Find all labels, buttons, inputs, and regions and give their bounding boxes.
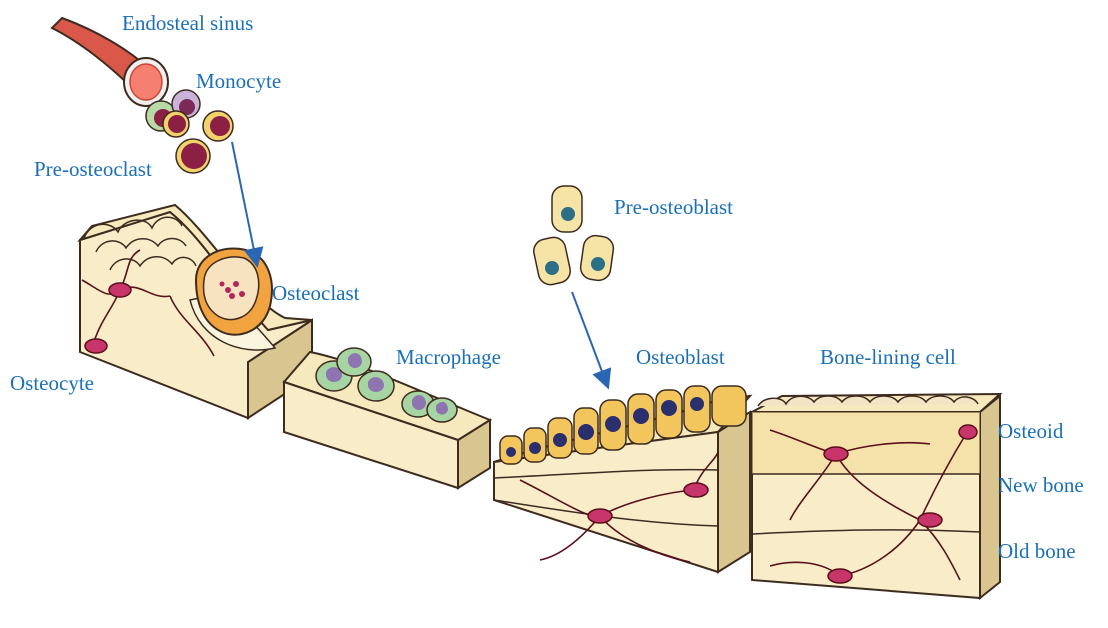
osteocyte-cell xyxy=(828,569,852,583)
osteocyte-cell xyxy=(918,513,942,527)
osteocyte-cell xyxy=(588,509,612,523)
label-pre-osteoblast: Pre-osteoblast xyxy=(614,195,733,219)
label-pre-osteoclast: Pre-osteoclast xyxy=(34,157,152,181)
bone-block-resorption xyxy=(80,205,312,418)
pre-osteoblast-cells xyxy=(532,186,615,287)
label-bone-lining-cell: Bone-lining cell xyxy=(820,345,956,369)
osteocyte-cell xyxy=(684,483,708,497)
label-monocyte: Monocyte xyxy=(196,69,281,93)
label-osteoclast: Osteoclast xyxy=(272,281,360,305)
label-osteoid: Osteoid xyxy=(998,419,1064,443)
osteocyte-cell xyxy=(959,425,977,439)
arrow-monocyte-to-osteoclast xyxy=(232,142,256,260)
label-old-bone: Old bone xyxy=(998,539,1076,563)
label-new-bone: New bone xyxy=(998,473,1084,497)
monocyte-cluster xyxy=(146,90,233,173)
label-macrophage: Macrophage xyxy=(396,345,501,369)
label-osteocyte: Osteocyte xyxy=(10,371,94,395)
osteocyte-cell xyxy=(109,283,131,297)
osteocyte-cell xyxy=(85,339,107,353)
label-osteoblast: Osteoblast xyxy=(636,345,725,369)
bone-block-reversal xyxy=(284,352,490,488)
bone-block-quiescent xyxy=(752,394,1000,598)
osteocyte-cell xyxy=(824,447,848,461)
label-endosteal-sinus: Endosteal sinus xyxy=(122,11,253,35)
arrow-preosteoblast-to-osteoblast xyxy=(572,292,606,382)
osteoclast-cell xyxy=(196,248,272,334)
